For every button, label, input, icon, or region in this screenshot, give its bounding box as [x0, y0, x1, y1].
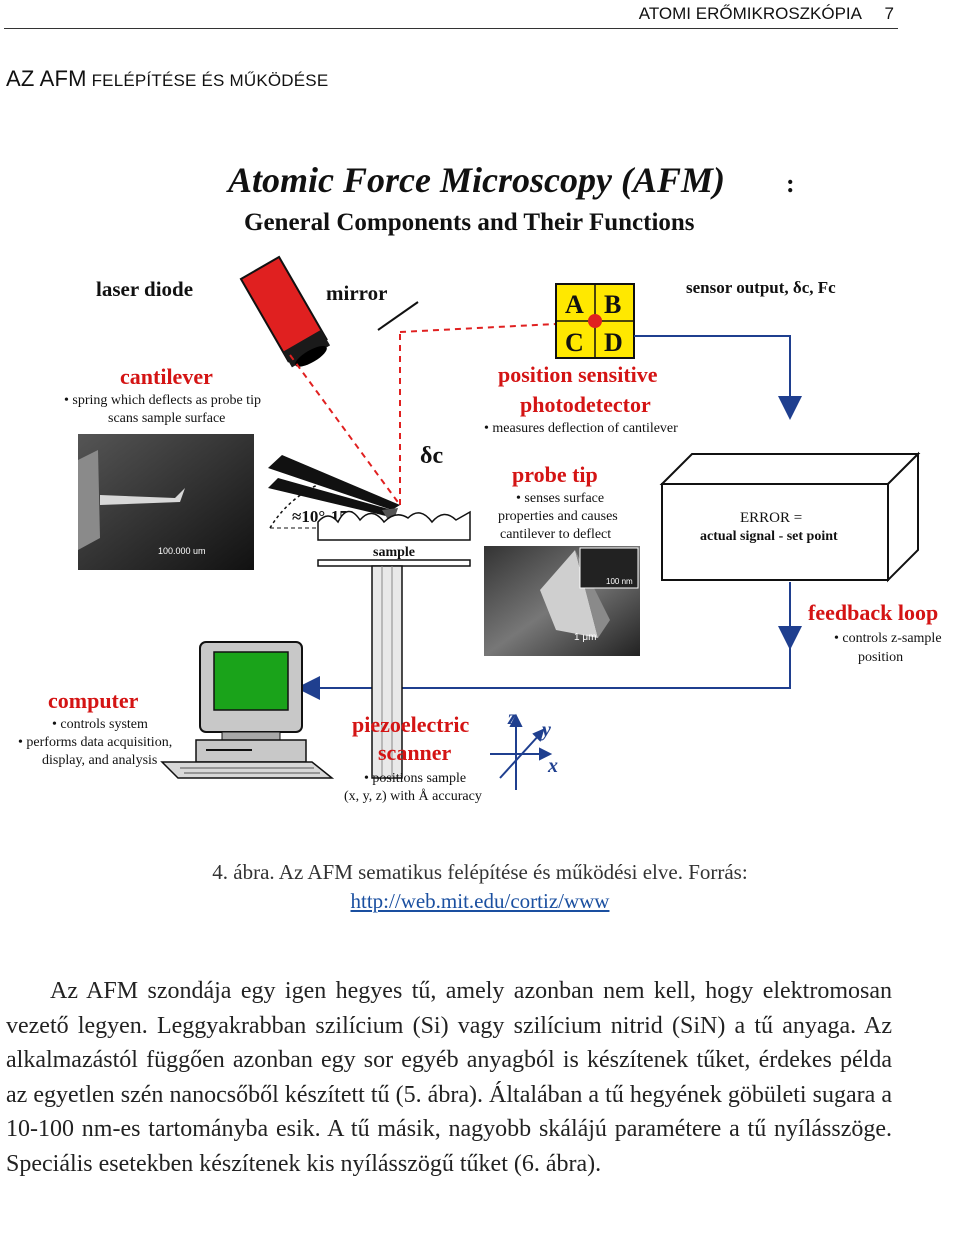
sample-plate — [317, 559, 471, 567]
feedback-desc-2: position — [858, 650, 903, 665]
figure-subtitle: General Components and Their Functions — [244, 209, 695, 236]
afm-diagram: Atomic Force Microscopy (AFM) : General … — [18, 160, 942, 804]
feedback-return-line — [296, 644, 791, 700]
angle-arc — [269, 479, 331, 529]
figure-caption: 4. ábra. Az AFM sematikus felépítése és … — [0, 858, 960, 916]
photodetector-icon — [555, 283, 635, 359]
computer-label: computer — [48, 688, 139, 713]
cantilever-desc-1: • spring which deflects as probe tip — [64, 393, 261, 408]
psd-quadrant-b: B — [604, 290, 621, 319]
piezo-desc-2: (x, y, z) with Å accuracy — [344, 788, 482, 804]
running-title: ATOMI ERŐMIKROSZKÓPIA — [638, 4, 862, 23]
axis-y-label: y — [540, 719, 551, 741]
laser-diode-icon — [239, 255, 331, 368]
feedback-loop-label: feedback loop — [808, 600, 938, 625]
section-title-big: Z AFM — [20, 66, 87, 91]
sample-surface — [317, 510, 471, 541]
probe-desc-3: cantilever to deflect — [500, 527, 611, 542]
page-header: ATOMI ERŐMIKROSZKÓPIA 7 — [0, 4, 898, 29]
body-text: Az AFM szondája egy igen hegyes tű, amel… — [6, 974, 892, 1181]
laser-beam — [289, 354, 401, 506]
piezo-label-1: piezoelectric — [352, 712, 469, 737]
sensor-output-label: sensor output, δc, Fc — [686, 278, 836, 297]
laser-diode-label: laser diode — [96, 277, 193, 301]
feedback-desc-1: • controls z-sample — [834, 631, 942, 646]
computer-icon — [160, 641, 335, 779]
piezo-column — [371, 565, 403, 779]
caption-line: 4. ábra. Az AFM sematikus felépítése és … — [212, 860, 748, 884]
sem-tip-scale-small: 100 nm — [606, 577, 633, 586]
error-formula: actual signal - set point — [700, 529, 838, 544]
mirror-label: mirror — [326, 281, 387, 305]
piezo-desc-1: • positions sample — [364, 771, 466, 786]
figure-title-colon: : — [786, 169, 795, 198]
sem-tip-scale-large: 1 μm — [574, 632, 596, 643]
psd-quadrant-a: A — [565, 290, 584, 319]
delta-c-label: δc — [420, 443, 443, 469]
error-title: ERROR = — [740, 510, 802, 526]
probe-desc-1: • senses surface — [516, 491, 604, 506]
computer-desc-2: • performs data acquisition, — [18, 735, 172, 750]
sample-label: sample — [373, 545, 415, 560]
mirror-icon — [377, 301, 419, 331]
sensor-signal-line — [634, 335, 802, 420]
psd-label-1: position sensitive — [498, 362, 658, 387]
computer-desc-3: display, and analysis — [42, 753, 157, 768]
probe-desc-2: properties and causes — [498, 509, 618, 524]
cantilever-desc-2: scans sample surface — [108, 411, 225, 426]
section-title-small: FELÉPÍTÉSE ÉS MŰKÖDÉSE — [86, 71, 329, 90]
axis-z-label: z — [507, 707, 516, 729]
cantilever-lower — [268, 478, 392, 516]
cantilever-upper — [268, 455, 400, 510]
xyz-axes-icon — [490, 713, 553, 790]
section-initial: A — [6, 66, 21, 91]
axis-x-label: x — [547, 755, 558, 777]
psd-quadrant-c: C — [565, 328, 584, 357]
header-rule — [4, 28, 898, 29]
psd-label-2: photodetector — [520, 392, 651, 417]
figure-title: Atomic Force Microscopy (AFM) — [226, 160, 725, 200]
piezo-label-2: scanner — [378, 740, 452, 765]
caption-link[interactable]: http://web.mit.edu/cortiz/www — [350, 889, 610, 913]
body-paragraph: Az AFM szondája egy igen hegyes tű, amel… — [6, 978, 892, 1177]
page-number: 7 — [884, 4, 894, 23]
psd-quadrant-d: D — [604, 328, 623, 357]
error-box — [659, 451, 921, 583]
cantilever-label: cantilever — [120, 364, 213, 389]
psd-desc: • measures deflection of cantilever — [484, 421, 678, 436]
section-heading: AZ AFM FELÉPÍTÉSE ÉS MŰKÖDÉSE — [6, 66, 328, 92]
sem-scale-label: 100.000 um — [158, 546, 206, 556]
probe-tip-label: probe tip — [512, 462, 598, 487]
computer-desc-1: • controls system — [52, 717, 148, 732]
